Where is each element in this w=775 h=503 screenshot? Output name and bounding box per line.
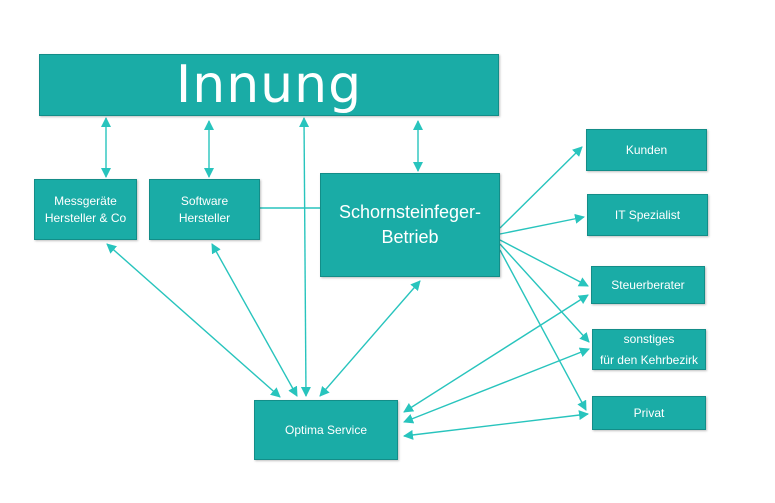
privat-box: Privat [592,396,706,430]
sonstiges-kehrbezirk-box: sonstiges für den Kehrbezirk [592,329,706,370]
connector-optima-sonstiges [403,347,590,424]
messgeraete-hersteller-box: Messgeräte Hersteller & Co [34,179,137,240]
connector-optima-privat [403,410,589,440]
kunden-box: Kunden [586,129,707,171]
connector-betrieb-sonstiges [499,243,590,343]
connector-betrieb-kunden [499,146,583,229]
software-hersteller-label: Software Hersteller [178,194,231,225]
privat-label: Privat [633,405,665,420]
optima-service-label: Optima Service [284,422,368,437]
it-spezialist-box: IT Spezialist [587,194,708,236]
kunden-label: Kunden [625,142,668,157]
schornsteinfeger-betrieb-box: Schornsteinfeger- Betrieb [320,173,500,277]
connector-betrieb-privat [499,249,587,411]
connector-software-optima [211,243,298,397]
connector-betrieb-optima [319,280,421,397]
optima-service-box: Optima Service [254,400,398,460]
schornsteinfeger-betrieb-label: Schornsteinfeger- Betrieb [338,201,482,247]
connector-betrieb-steuerberater [499,239,589,287]
innung-label: Innung [175,55,363,115]
it-spezialist-label: IT Spezialist [614,207,681,222]
software-hersteller-box: Software Hersteller [149,179,260,240]
innung-box: Innung [39,54,499,116]
connector-optima-steuerberater [403,294,589,413]
steuerberater-box: Steuerberater [591,266,705,304]
connector-betrieb-it_spezialist [499,213,585,235]
sonstiges-kehrbezirk-label: sonstiges für den Kehrbezirk [599,332,699,367]
messgeraete-hersteller-label: Messgeräte Hersteller & Co [44,194,127,225]
steuerberater-label: Steuerberater [611,277,685,292]
connector-innung-optima [299,117,311,397]
